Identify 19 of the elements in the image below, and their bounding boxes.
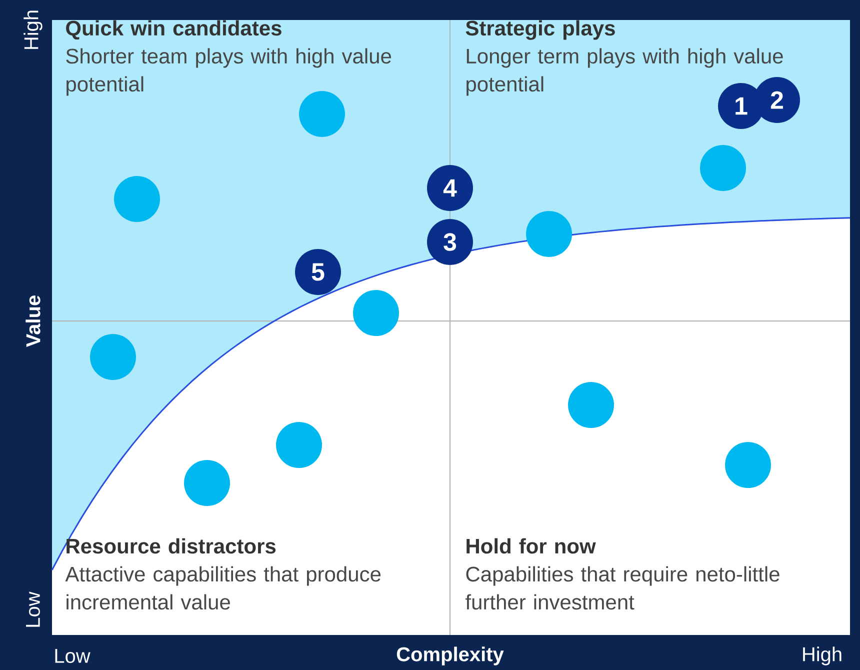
axis-title: Value xyxy=(26,296,40,347)
axis-label: High xyxy=(803,646,842,666)
quadrant-label: Resource distractors Attactive capabilities that produce incremental value xyxy=(65,538,381,610)
axis-label: High xyxy=(24,10,42,49)
data-point xyxy=(276,422,322,468)
axis-label: Low xyxy=(26,592,40,627)
data-point xyxy=(353,290,399,336)
data-point xyxy=(700,145,746,191)
quadrant-label: Hold for now Capabilities that require neto-little further investment xyxy=(466,538,780,610)
data-point xyxy=(725,442,771,488)
data-point xyxy=(568,382,614,428)
data-point xyxy=(526,211,572,257)
axis-label: Low xyxy=(55,649,90,663)
data-point xyxy=(114,176,160,222)
data-point xyxy=(299,91,345,137)
quadrant-label: Quick win candidates Shorter team plays with high value potential xyxy=(66,20,392,96)
axis-title: Complexity xyxy=(396,646,504,666)
data-point xyxy=(90,334,136,380)
data-point xyxy=(184,460,230,506)
